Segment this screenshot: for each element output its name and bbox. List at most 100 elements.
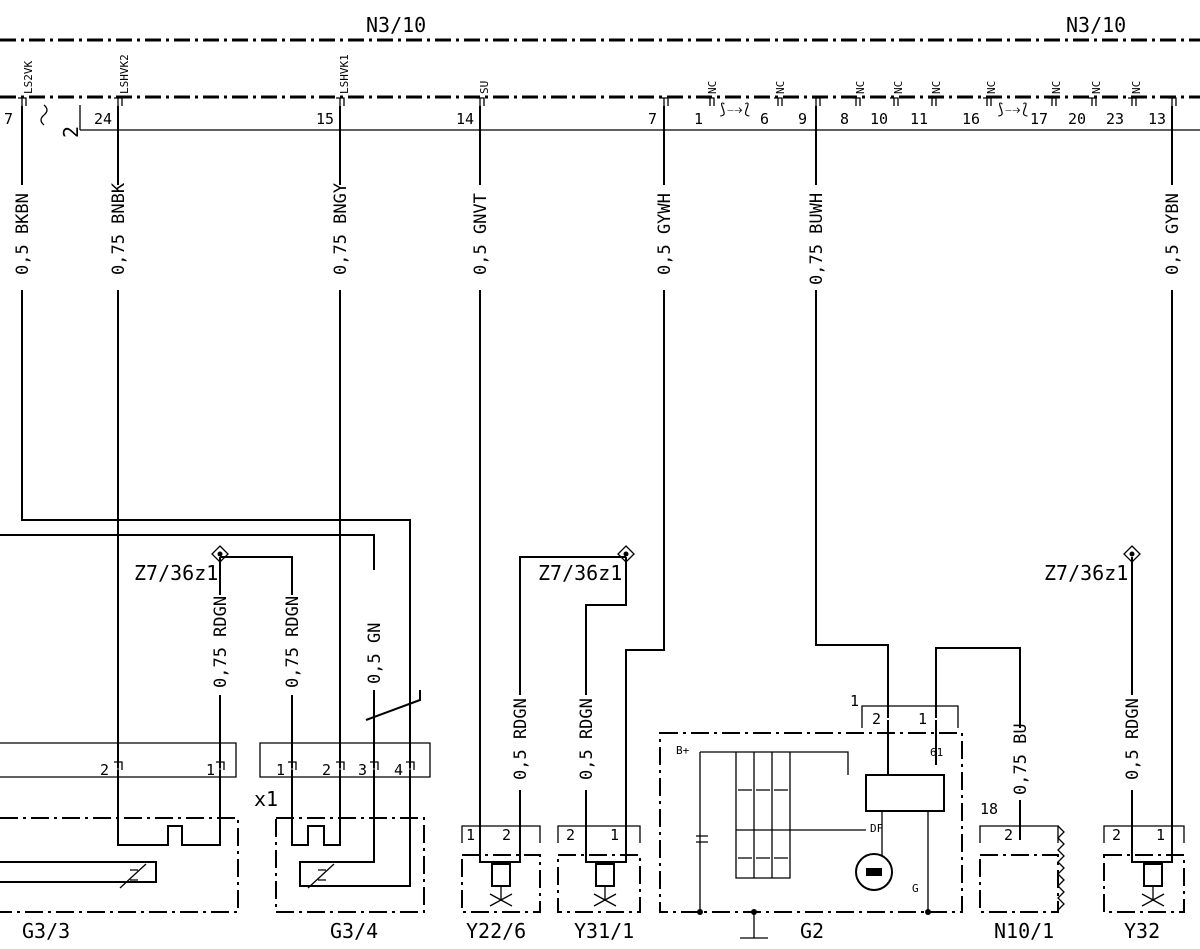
- pin-number: 11: [910, 110, 928, 128]
- wire-runs: [0, 106, 1173, 840]
- connector-label: x1: [254, 787, 278, 811]
- wire-label: 0,75 BU: [1011, 723, 1031, 795]
- ground-point-icon: [617, 545, 635, 563]
- wire-label: 0,75 BUWH: [807, 193, 827, 285]
- ground-point-icon: [211, 545, 229, 563]
- connector-number: 2: [59, 126, 83, 138]
- module-label-right: N3/10: [1066, 13, 1126, 37]
- bridge-symbol: ⟆⤍⟅: [996, 100, 1030, 118]
- bus-pin-markers: [18, 97, 1177, 106]
- wire-label: 0,75 RDGN: [283, 596, 303, 688]
- pin-number: 7: [648, 110, 657, 128]
- break-symbol: [40, 104, 48, 126]
- connector-housing-g34: [259, 742, 431, 778]
- ground-point-icon: [1123, 545, 1141, 563]
- pin-number: 1: [610, 826, 619, 844]
- ground-reference: Z7/36z1: [538, 561, 622, 585]
- component-label: G3/4: [330, 919, 378, 943]
- wire-label: 0,5 GNVT: [471, 193, 491, 275]
- pin-number: 17: [1030, 110, 1048, 128]
- signal-nc: NC: [930, 81, 943, 94]
- shield-hatching-icon: [1057, 825, 1065, 911]
- component-g2: [659, 732, 963, 913]
- signal-nc: NC: [985, 81, 998, 94]
- pin-number: 2: [1112, 826, 1121, 844]
- pin-number: 9: [798, 110, 807, 128]
- pin-number: 7: [4, 110, 13, 128]
- pin-number: 24: [94, 110, 112, 128]
- pin-number: 1: [694, 110, 703, 128]
- pin-number: 1: [206, 761, 215, 779]
- pin-number: 16: [962, 110, 980, 128]
- component-label: N10/1: [994, 919, 1054, 943]
- signal-nc: NC: [1130, 81, 1143, 94]
- pin-number: 8: [840, 110, 849, 128]
- pin-number: 1: [466, 826, 475, 844]
- df-label: DF: [870, 822, 883, 835]
- ground-reference: Z7/36z1: [134, 561, 218, 585]
- wire-label: 0,5 RDGN: [511, 698, 531, 780]
- signal-nc: NC: [892, 81, 905, 94]
- component-y311: [557, 854, 641, 913]
- rectifier-icon: [699, 751, 866, 912]
- pin-number: 2: [322, 761, 331, 779]
- module-label-left: N3/10: [366, 13, 426, 37]
- pin-number: 2: [872, 710, 881, 728]
- connector-pin-label: 18: [980, 800, 998, 818]
- heater-element-icon: [307, 863, 335, 889]
- signal-lshvk2: LSHVK2: [118, 54, 131, 94]
- signal-nc: NC: [1050, 81, 1063, 94]
- pin-number: 6: [760, 110, 769, 128]
- signal-nc: NC: [774, 81, 787, 94]
- pin-number: 15: [316, 110, 334, 128]
- component-label: G2: [800, 919, 824, 943]
- valve-icon: [489, 886, 513, 907]
- pin-number: 1: [276, 761, 285, 779]
- b-plus-label: B+: [676, 744, 690, 757]
- pin-number: 10: [870, 110, 888, 128]
- wire-label: 0,75 BNBK: [109, 182, 129, 275]
- wire-label: 0,5 GYWH: [655, 193, 675, 275]
- pin-number: 2: [100, 761, 109, 779]
- signal-nc: NC: [854, 81, 867, 94]
- heater-element-icon: [119, 863, 147, 889]
- connector-pin-label: 1: [850, 692, 859, 710]
- bridge-symbol: ⟆⤍⟅: [718, 100, 752, 118]
- component-n101: [979, 854, 1059, 913]
- component-g34: [275, 817, 425, 913]
- component-y226: [461, 854, 541, 913]
- component-label: G3/3: [22, 919, 70, 943]
- valve-icon: [1141, 886, 1165, 907]
- pin-number: 13: [1148, 110, 1166, 128]
- signal-su: SU: [478, 81, 491, 94]
- rotor-icon: [855, 853, 893, 891]
- signal-nc: NC: [1090, 81, 1103, 94]
- valve-icon: [593, 886, 617, 907]
- pin-number: 4: [394, 761, 403, 779]
- regulator-icon: [865, 774, 945, 812]
- wire-label: 0,75 BNGY: [331, 183, 351, 275]
- component-label: Y31/1: [574, 919, 634, 943]
- pin-number: 14: [456, 110, 474, 128]
- signal-ls2vk: LS2VK: [22, 61, 35, 94]
- wire-label: 0,5 BKBN: [13, 193, 33, 275]
- wire-label: 0,5 GN: [365, 623, 385, 684]
- wire-label: 0,75 RDGN: [211, 596, 231, 688]
- pin-number: 1: [918, 710, 927, 728]
- component-y32: [1103, 854, 1185, 913]
- solenoid-icon: [595, 863, 615, 887]
- g-label: G: [912, 882, 919, 895]
- wire-label: 0,5 GYBN: [1163, 193, 1183, 275]
- wire-label: 0,5 RDGN: [1123, 698, 1143, 780]
- solenoid-icon: [1143, 863, 1163, 887]
- ground-reference: Z7/36z1: [1044, 561, 1128, 585]
- component-label: Y22/6: [466, 919, 526, 943]
- pin-number: 1: [1156, 826, 1165, 844]
- signal-lshvk1: LSHVK1: [338, 54, 351, 94]
- component-label: Y32: [1124, 919, 1160, 943]
- pin-number: 2: [566, 826, 575, 844]
- pin-number: 3: [358, 761, 367, 779]
- pin-number: 2: [502, 826, 511, 844]
- solenoid-icon: [491, 863, 511, 887]
